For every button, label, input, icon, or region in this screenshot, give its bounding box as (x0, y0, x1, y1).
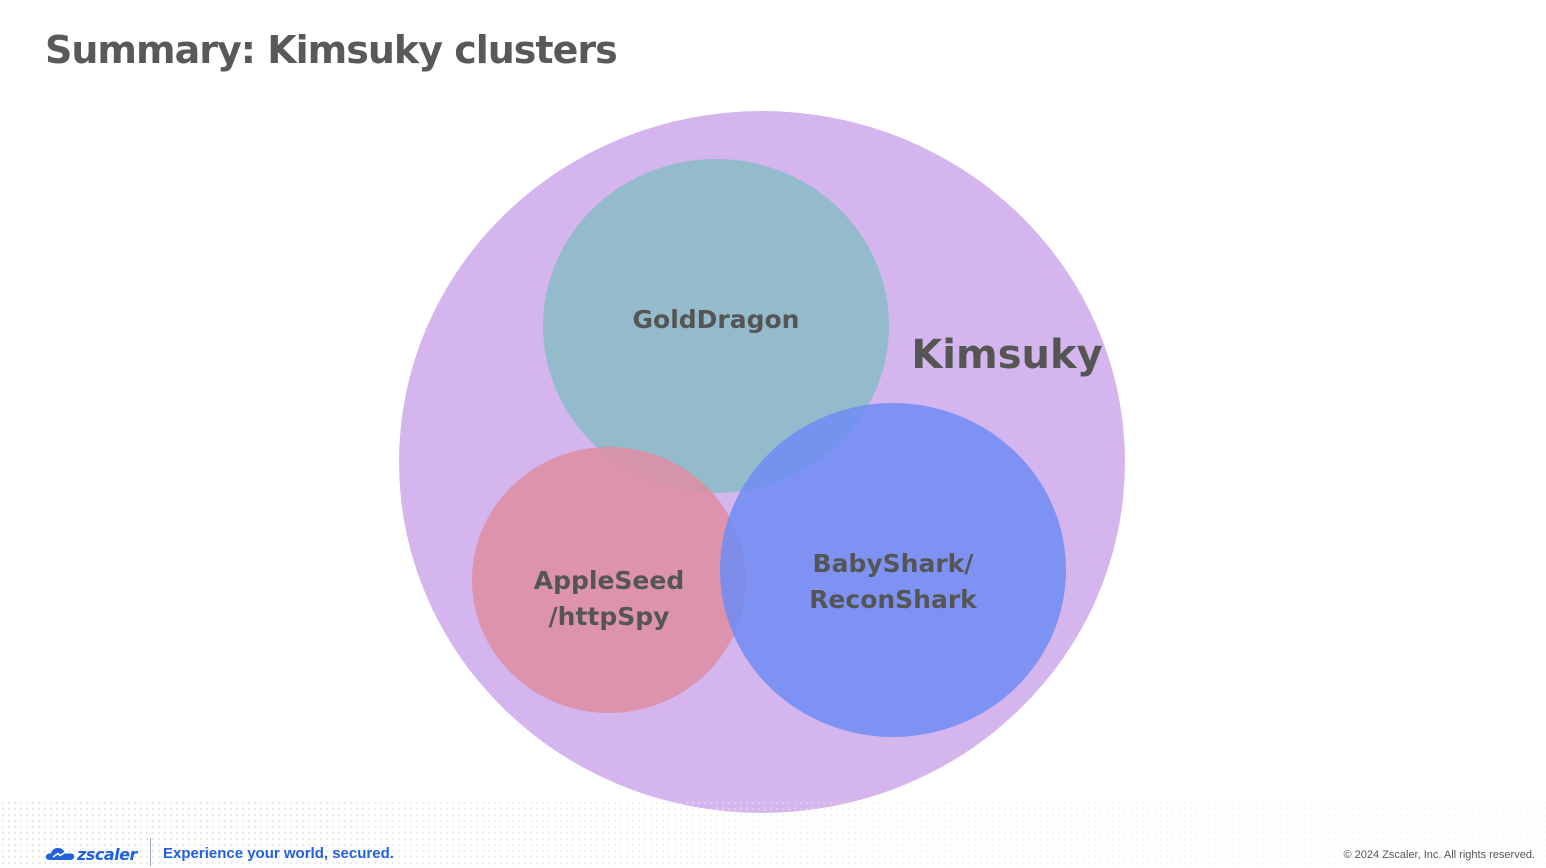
footer-divider (150, 838, 151, 866)
zscaler-logo-text: zscaler (77, 844, 137, 864)
appleseed-label-line1: AppleSeed (534, 566, 684, 595)
golddragon-label: GoldDragon (633, 305, 800, 334)
appleseed-circle (472, 447, 746, 713)
golddragon-circle (543, 159, 889, 493)
zscaler-logo: zscaler (45, 843, 137, 865)
copyright-notice: © 2024 Zscaler, Inc. All rights reserved… (1343, 849, 1535, 861)
footer: zscaler Experience your world, secured. … (0, 836, 1546, 868)
zscaler-cloud-icon (45, 847, 75, 860)
babyshark-label-line2: ReconShark (809, 585, 978, 614)
kimsuky-label: Kimsuky (911, 332, 1102, 378)
footer-dot-pattern (0, 800, 1546, 868)
babyshark-label-line1: BabyShark/ (813, 549, 975, 578)
babyshark-circle (720, 403, 1066, 737)
appleseed-label-line2: /httpSpy (549, 602, 670, 631)
slide-title: Summary: Kimsuky clusters (45, 28, 618, 72)
footer-tagline: Experience your world, secured. (163, 845, 394, 862)
